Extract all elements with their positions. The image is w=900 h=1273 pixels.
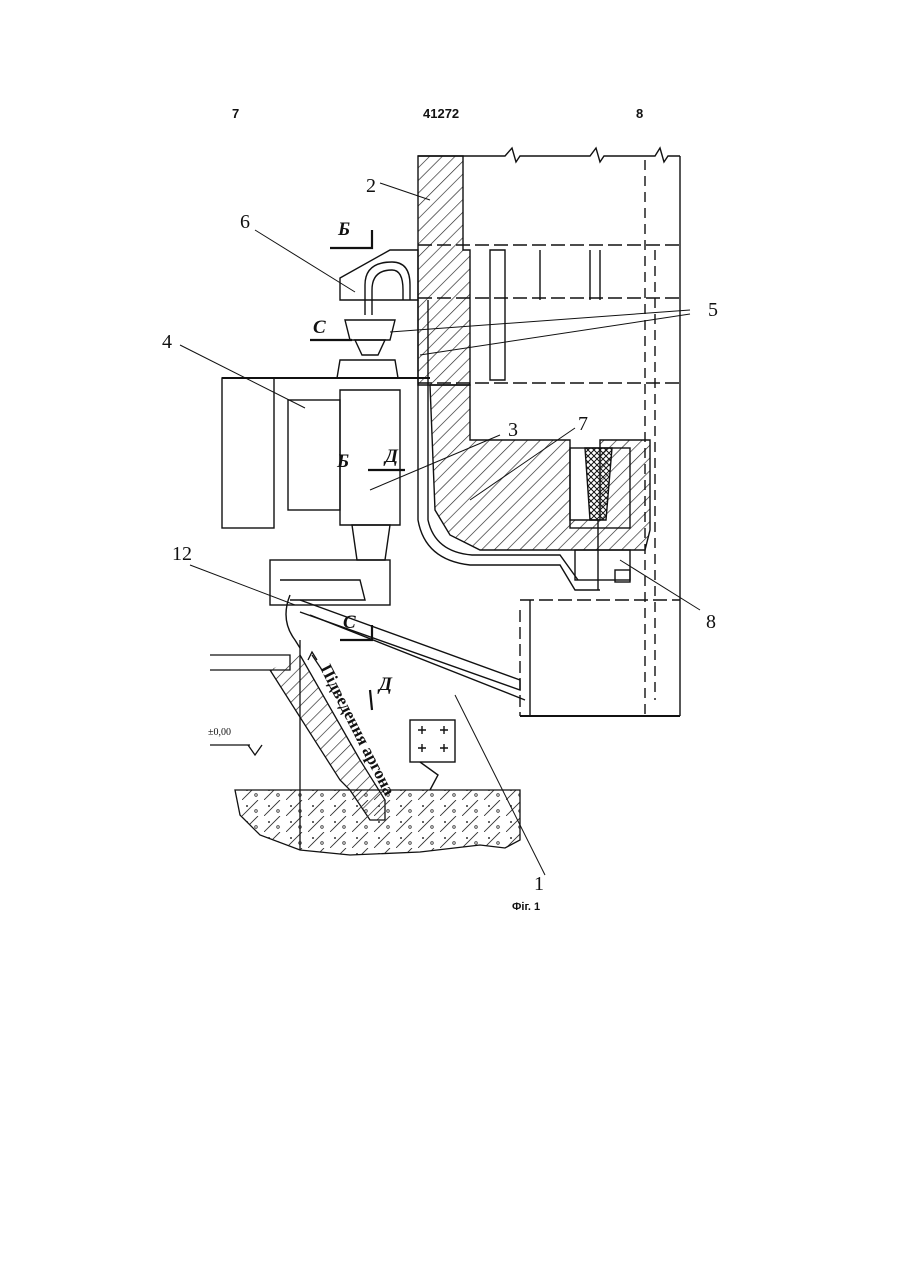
callout-12: 12	[172, 543, 192, 565]
figure-caption: Фіг. 1	[512, 901, 540, 913]
callout-7: 7	[578, 413, 588, 435]
callout-8: 8	[706, 611, 716, 633]
section-letter-b-mid: Б	[336, 451, 349, 472]
callout-5: 5	[708, 299, 718, 321]
callout-3: 3	[508, 419, 518, 441]
level-mark: ±0,00	[208, 727, 231, 738]
section-letter-c-low: С	[343, 612, 356, 633]
section-letter-c-top: С	[313, 317, 326, 338]
section-letter-b-top: Б	[337, 219, 350, 240]
callout-4: 4	[162, 331, 172, 353]
furnace-structure	[418, 148, 680, 720]
callout-6: 6	[240, 211, 250, 233]
callout-2: 2	[366, 175, 376, 197]
callout-1: 1	[534, 873, 544, 895]
section-markers	[310, 230, 405, 710]
section-letter-d-mid: Д	[383, 446, 399, 467]
section-letter-d-low: Д	[377, 674, 393, 695]
